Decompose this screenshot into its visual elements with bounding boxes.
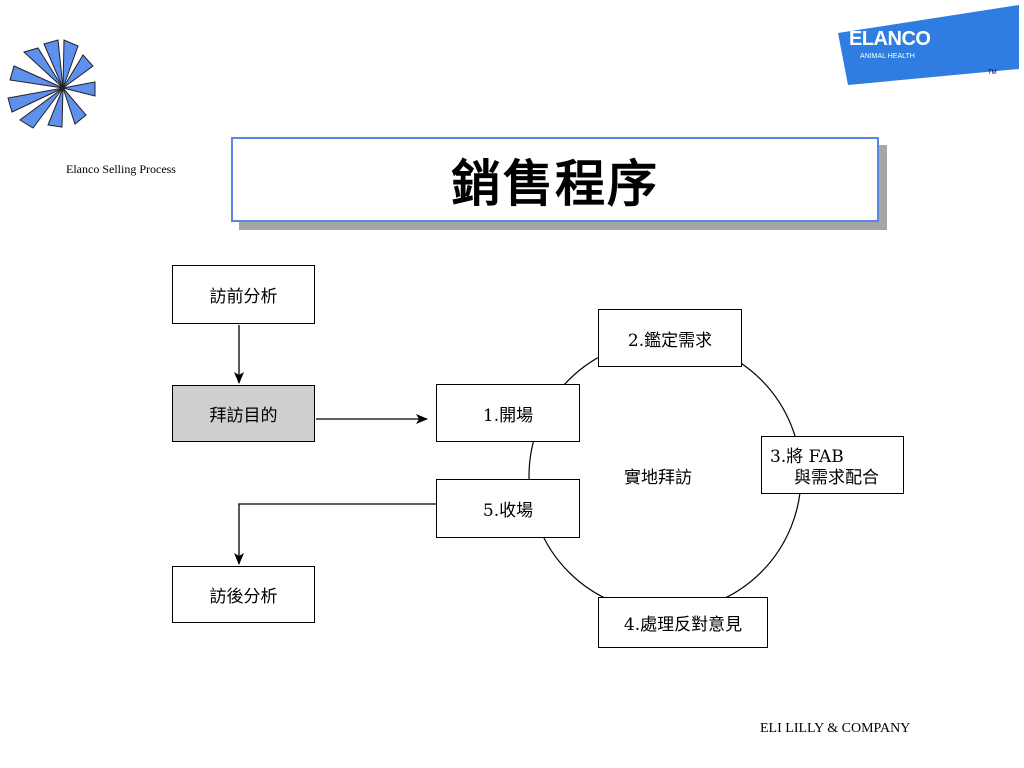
arrow-closing-to-post xyxy=(234,503,436,565)
post-visit-analysis-label: 訪後分析 xyxy=(209,587,278,607)
post-visit-analysis-box: 訪後分析 xyxy=(172,566,315,623)
visit-purpose-box: 拜訪目的 xyxy=(172,385,315,442)
step-objections-label: 4.處理反對意見 xyxy=(623,615,743,635)
brand-name: ELANCO xyxy=(849,28,931,50)
pre-visit-analysis-box: 訪前分析 xyxy=(172,265,315,324)
step-identify-needs-box: 2.鑑定需求 xyxy=(598,309,742,367)
brand-subtitle: ANIMAL HEALTH xyxy=(860,53,915,60)
step-fab-line2: 與需求配合 xyxy=(794,468,879,488)
step-closing-label: 5.收場 xyxy=(482,501,534,521)
step-fab-box: 3.將 FAB 與需求配合 xyxy=(761,436,904,494)
step-objections-box: 4.處理反對意見 xyxy=(598,597,768,648)
pre-visit-analysis-label: 訪前分析 xyxy=(209,287,278,307)
step-opening-label: 1.開場 xyxy=(482,405,534,426)
starburst-logo-icon xyxy=(7,39,96,129)
step-closing-box: 5.收場 xyxy=(436,479,580,538)
step-opening-box: 1.開場 xyxy=(436,384,580,442)
trademark-mark: TM xyxy=(988,70,997,76)
step-fab-line1: 3.將 FAB xyxy=(770,447,844,467)
elanco-logo-icon xyxy=(838,5,1019,85)
page-title: 銷售程序 xyxy=(231,137,879,222)
process-subtitle: Elanco Selling Process xyxy=(66,162,176,176)
visit-purpose-label: 拜訪目的 xyxy=(209,406,278,426)
footer-company: ELI LILLY & COMPANY xyxy=(760,721,911,736)
step-identify-needs-label: 2.鑑定需求 xyxy=(627,330,713,351)
field-visit-label: 實地拜訪 xyxy=(624,468,692,488)
